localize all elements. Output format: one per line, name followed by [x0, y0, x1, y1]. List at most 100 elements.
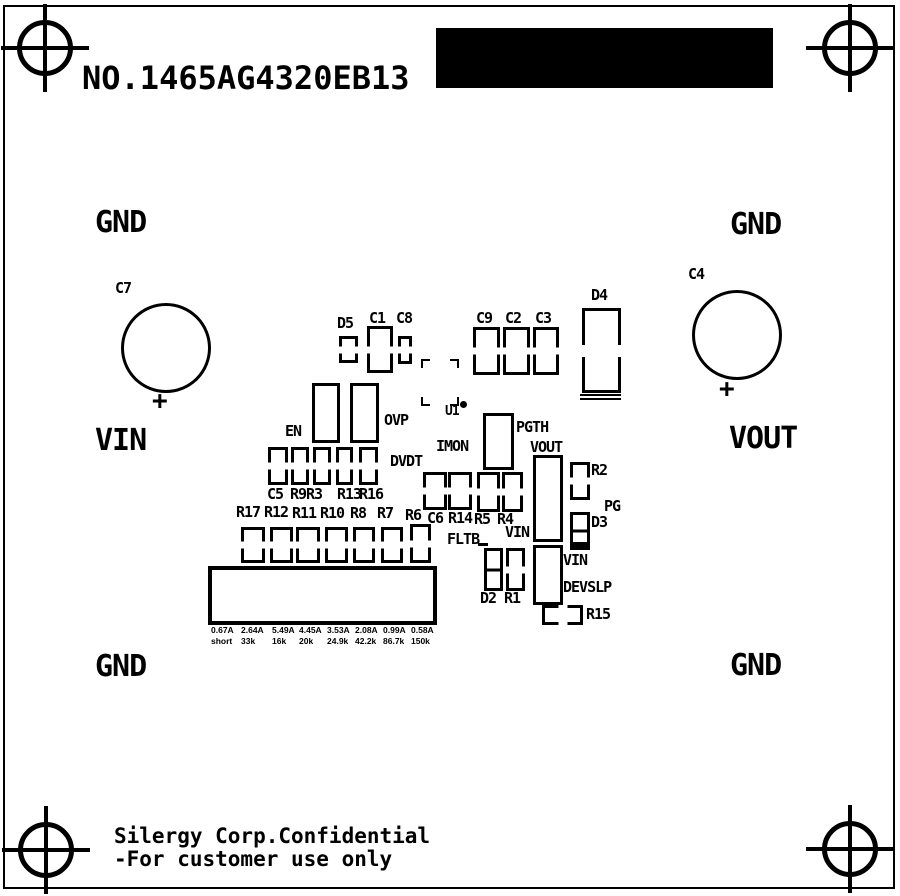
gnd-label-top-left: GND — [95, 205, 147, 240]
r7-outline — [381, 527, 403, 563]
u1-corner-bl — [421, 397, 430, 406]
en-header-outline — [312, 383, 340, 443]
c9-outline — [473, 327, 500, 375]
table-current-3: 4.45A — [299, 625, 322, 635]
board-outline — [3, 5, 895, 889]
r2-outline — [570, 462, 590, 500]
ref-r7: R7 — [377, 504, 394, 522]
table-current-5: 2.08A — [355, 625, 378, 635]
ref-imon: IMON — [436, 437, 469, 455]
ref-u1: U1 — [445, 404, 460, 419]
confidential-line2: -For customer use only — [114, 847, 393, 871]
table-current-6: 0.99A — [383, 625, 406, 635]
d4-cathode-line — [580, 394, 621, 396]
ref-c4: C4 — [688, 265, 705, 283]
r6-outline — [410, 524, 431, 563]
vin-devslp-header-outline — [533, 545, 563, 605]
u1-pin1-dot — [460, 401, 467, 408]
confidential-line1: Silergy Corp.Confidential — [114, 824, 431, 848]
fiducial-bottom-right — [806, 805, 894, 893]
r11-outline — [296, 527, 320, 563]
ref-r17: R17 — [236, 503, 261, 521]
c6-outline — [423, 472, 447, 510]
c1-outline — [367, 326, 393, 373]
ref-d4: D4 — [591, 286, 608, 304]
table-resistance-2: 16k — [272, 636, 287, 646]
d2-outline — [484, 548, 503, 591]
table-current-0: 0.67A — [211, 625, 234, 635]
r16-outline — [359, 447, 378, 485]
selector-connector-outline — [208, 566, 437, 625]
u1-corner-tr — [450, 359, 459, 368]
ref-c3: C3 — [535, 309, 552, 327]
fiducial-circle — [17, 20, 73, 76]
ref-r1: R1 — [504, 589, 521, 607]
ref-c5: C5 — [267, 485, 284, 503]
ref-r16: R16 — [359, 485, 384, 503]
ref-en: EN — [285, 422, 302, 440]
redaction-bar — [436, 28, 773, 88]
table-resistance-7: 150k — [411, 636, 430, 646]
ref-r8: R8 — [350, 504, 367, 522]
r1-outline — [506, 548, 525, 591]
fiducial-top-left — [1, 4, 89, 92]
fiducial-circle — [18, 822, 74, 878]
ref-r15: R15 — [586, 605, 611, 623]
c2-outline — [503, 327, 530, 375]
table-current-4: 3.53A — [327, 625, 350, 635]
ref-d5: D5 — [337, 314, 354, 332]
r8-outline — [353, 527, 375, 563]
c3-outline — [533, 327, 559, 375]
ref-r5: R5 — [474, 510, 491, 528]
ref-fltb: FLTB — [447, 530, 480, 548]
r12-outline — [270, 527, 293, 563]
ref-r12: R12 — [264, 503, 289, 521]
ref-ovp: OVP — [384, 411, 409, 429]
ref-c9: C9 — [476, 309, 493, 327]
ref-d3: D3 — [591, 513, 608, 531]
ref-pgth: PGTH — [516, 418, 549, 436]
ref-r10: R10 — [320, 504, 345, 522]
fiducial-top-right — [806, 4, 894, 92]
ref-c7: C7 — [115, 279, 132, 297]
c8-outline — [398, 336, 412, 364]
table-resistance-3: 20k — [299, 636, 314, 646]
ovp-header-outline — [350, 383, 379, 443]
fltb-tick-mark — [478, 543, 488, 546]
r9-outline — [291, 447, 309, 485]
c7-plus-mark: + — [152, 386, 168, 416]
table-resistance-0: short — [211, 636, 233, 646]
r10-outline — [325, 527, 348, 563]
ref-d2: D2 — [480, 589, 497, 607]
fiducial-bottom-left — [2, 806, 90, 894]
ref-pg: PG — [604, 497, 621, 515]
c5-outline — [268, 447, 288, 485]
table-resistance-6: 86.7k — [383, 636, 405, 646]
r17-outline — [241, 527, 265, 563]
r4-outline — [502, 472, 523, 512]
d3-outline — [570, 512, 590, 550]
ref-c2: C2 — [505, 309, 522, 327]
table-current-7: 0.58A — [411, 625, 434, 635]
ref-c1: C1 — [369, 309, 386, 327]
ref-dvdt: DVDT — [390, 452, 423, 470]
d4-cathode-line2 — [580, 398, 621, 400]
r13-outline — [336, 447, 353, 485]
u1-corner-tl — [421, 359, 430, 368]
u1-corner-br — [450, 397, 459, 406]
fiducial-circle — [822, 20, 878, 76]
vout-header-outline — [533, 455, 563, 542]
ref-r6: R6 — [405, 506, 422, 524]
board-number: NO.1465AG4320EB13 — [82, 59, 410, 97]
ref-devslp: DEVSLP — [563, 578, 612, 596]
ref-r3: R3 — [306, 485, 323, 503]
r15-outline — [542, 605, 583, 625]
c4-capacitor-outline — [692, 290, 782, 380]
gnd-label-top-right: GND — [730, 207, 782, 242]
ref-r9: R9 — [290, 485, 307, 503]
table-resistance-5: 42.2k — [355, 636, 377, 646]
table-resistance-1: 33k — [241, 636, 256, 646]
r3-outline — [313, 447, 331, 485]
fiducial-circle — [822, 821, 878, 877]
